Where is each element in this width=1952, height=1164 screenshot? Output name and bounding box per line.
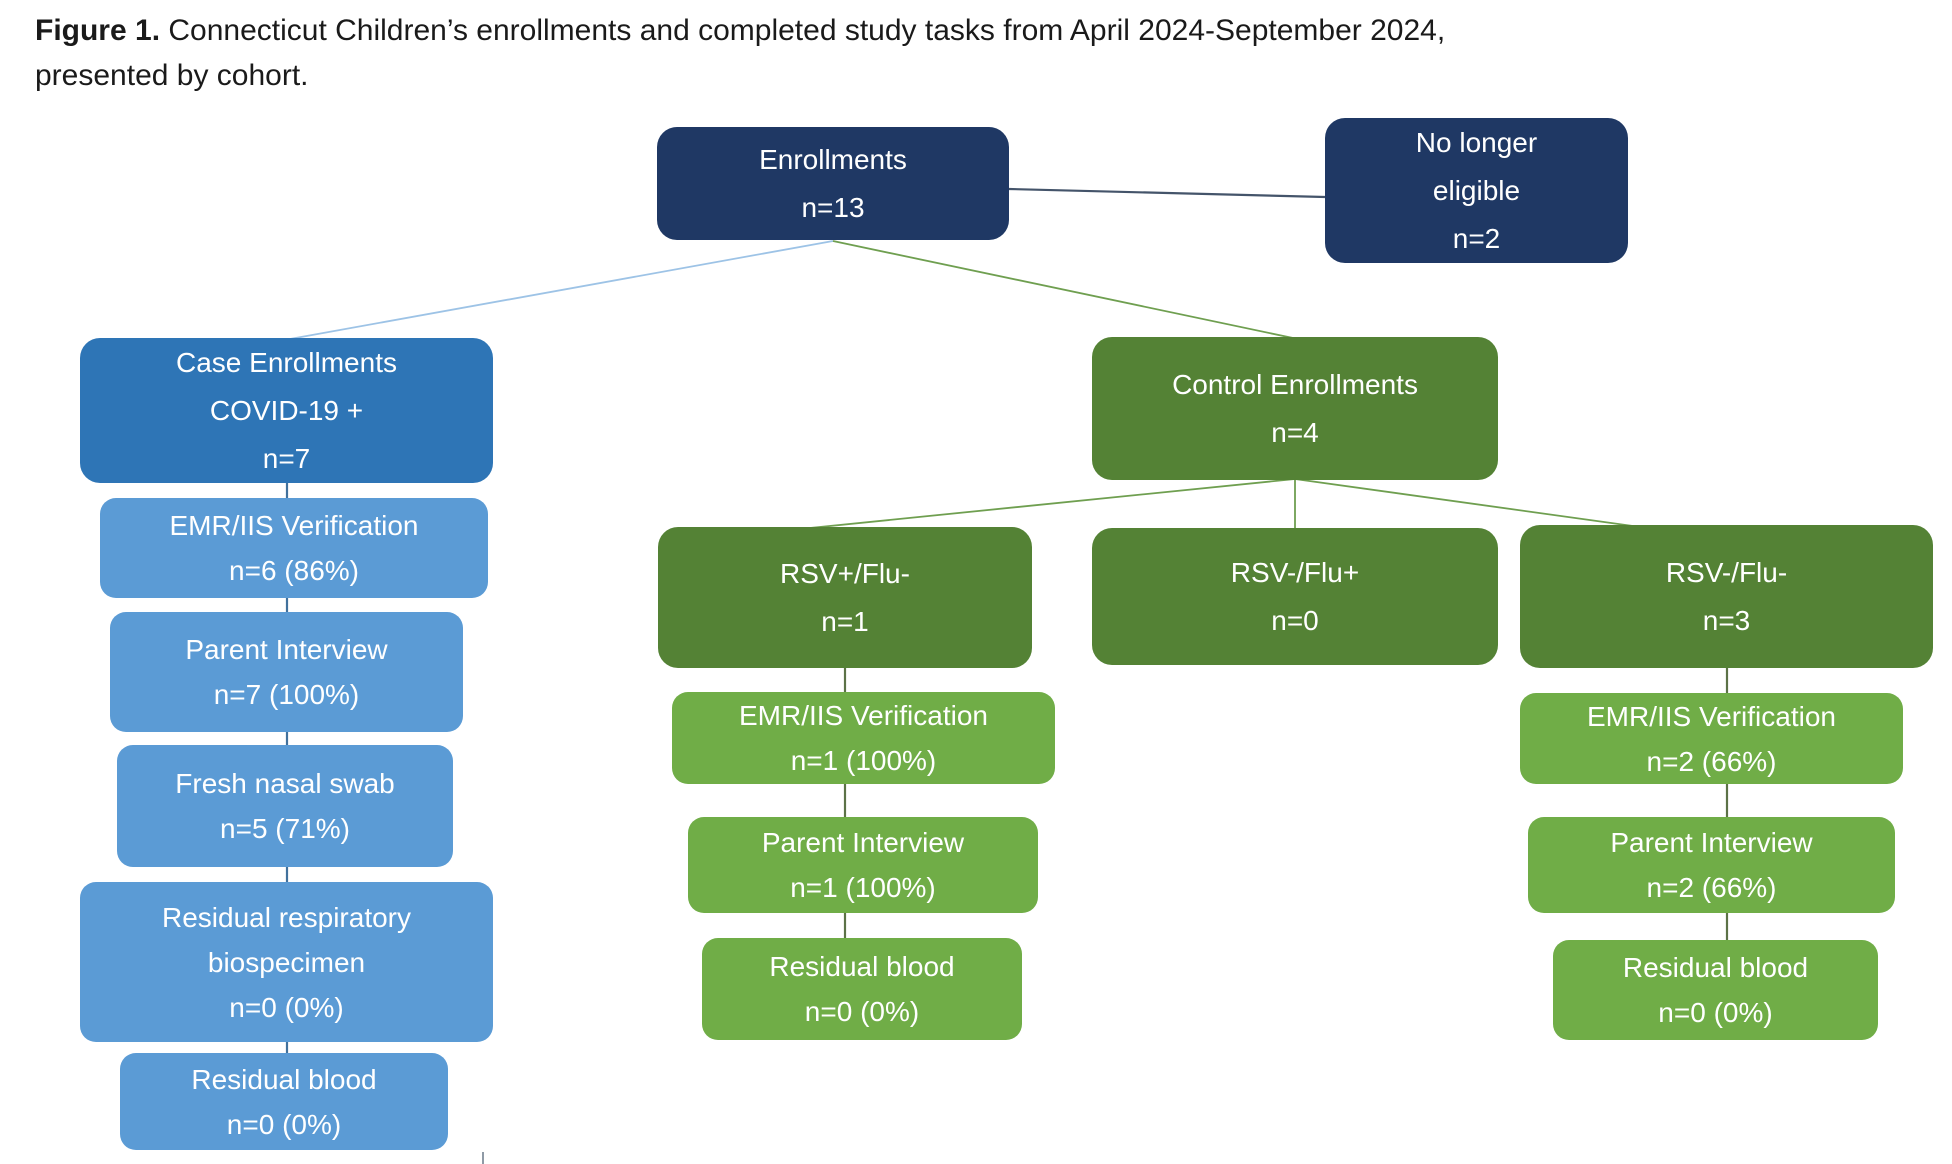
- node-count: n=13: [801, 191, 865, 223]
- caption-line-2: presented by cohort.: [35, 59, 309, 92]
- node-label: EMR/IIS Verification: [169, 510, 419, 541]
- node-count: n=7 (100%): [213, 679, 360, 710]
- node-rsvneg-parent-interview: Parent Interview n=2 (66%): [1528, 817, 1895, 913]
- node-case-fresh-nasal-swab: Fresh nasal swab n=5 (71%): [117, 745, 453, 867]
- node-no-longer-eligible: No longer eligible n=2: [1325, 118, 1628, 263]
- node-label: eligible: [1432, 174, 1521, 206]
- node-enrollments: Enrollments n=13: [657, 127, 1009, 240]
- node-case-parent-interview: Parent Interview n=7 (100%): [110, 612, 463, 732]
- connector-control-rsvpos: [799, 478, 1296, 530]
- node-label: Parent Interview: [185, 634, 388, 665]
- figure-caption: Figure 1. Connecticut Children’s enrollm…: [35, 8, 1595, 98]
- node-count: n=2 (66%): [1646, 872, 1777, 903]
- node-case-emr-verification: EMR/IIS Verification n=6 (86%): [100, 498, 488, 598]
- node-count: n=5 (71%): [220, 813, 350, 844]
- node-count: n=4: [1271, 416, 1319, 448]
- node-case-residual-blood: Residual blood n=0 (0%): [120, 1053, 448, 1150]
- node-label: Case Enrollments: [176, 346, 397, 378]
- connector-enrollments-control: [832, 240, 1294, 339]
- node-count: n=0: [1271, 604, 1319, 636]
- node-rsvneg-residual-blood: Residual blood n=0 (0%): [1553, 940, 1878, 1040]
- node-rsvneg-emr-verification: EMR/IIS Verification n=2 (66%): [1520, 693, 1903, 784]
- node-label: RSV-/Flu-: [1665, 556, 1788, 588]
- node-count: n=0 (0%): [1658, 997, 1773, 1028]
- node-count: n=6 (86%): [229, 555, 359, 586]
- node-label: EMR/IIS Verification: [1587, 700, 1836, 732]
- node-label: EMR/IIS Verification: [739, 700, 988, 731]
- node-rsvpos-parent-interview: Parent Interview n=1 (100%): [688, 817, 1038, 913]
- node-label: COVID-19 +: [209, 394, 364, 426]
- caption-text: Connecticut Children’s enrollments and c…: [160, 14, 1446, 47]
- node-label: Residual blood: [769, 951, 955, 982]
- connector-control-rsvneg: [1294, 478, 1641, 528]
- node-label: Control Enrollments: [1172, 368, 1418, 400]
- node-count: n=0 (0%): [804, 996, 920, 1027]
- node-rsvpos-residual-blood: Residual blood n=0 (0%): [702, 938, 1022, 1040]
- node-label: Residual blood: [191, 1063, 377, 1095]
- node-count: n=7: [262, 442, 311, 474]
- node-label: Residual respiratory: [162, 901, 411, 933]
- node-count: n=0 (0%): [226, 1108, 342, 1140]
- node-count: n=1: [821, 605, 869, 637]
- node-count: n=3: [1702, 604, 1751, 636]
- node-count: n=0 (0%): [229, 991, 344, 1023]
- connector-enrollments-noeligible: [1008, 187, 1326, 199]
- node-count: n=1 (100%): [790, 745, 937, 776]
- node-label: No longer: [1415, 126, 1538, 158]
- node-label: Parent Interview: [1610, 827, 1813, 858]
- node-label: Residual blood: [1622, 952, 1809, 983]
- figure-label: Figure 1.: [35, 14, 161, 47]
- node-count: n=2 (66%): [1646, 745, 1777, 777]
- node-case-residual-respiratory: Residual respiratory biospecimen n=0 (0%…: [80, 882, 493, 1042]
- node-label: Enrollments: [759, 143, 907, 175]
- node-rsv-pos-flu-neg: RSV+/Flu- n=1: [658, 527, 1032, 668]
- node-control-enrollments: Control Enrollments n=4: [1092, 337, 1498, 480]
- node-label: RSV-/Flu+: [1230, 556, 1360, 588]
- node-count: n=1 (100%): [790, 872, 936, 903]
- caption-line-1: Figure 1. Connecticut Children’s enrollm…: [35, 8, 1595, 53]
- node-label: RSV+/Flu-: [780, 557, 910, 589]
- node-case-enrollments: Case Enrollments COVID-19 + n=7: [80, 338, 493, 483]
- node-rsvpos-emr-verification: EMR/IIS Verification n=1 (100%): [672, 692, 1055, 784]
- node-count: n=2: [1452, 222, 1501, 254]
- node-rsv-neg-flu-neg: RSV-/Flu- n=3: [1520, 525, 1933, 668]
- node-label: Fresh nasal swab: [175, 768, 395, 799]
- node-rsv-neg-flu-pos: RSV-/Flu+ n=0: [1092, 528, 1498, 665]
- connector-enrollments-case: [289, 240, 834, 340]
- node-label: Parent Interview: [761, 827, 965, 858]
- node-label: biospecimen: [207, 946, 366, 978]
